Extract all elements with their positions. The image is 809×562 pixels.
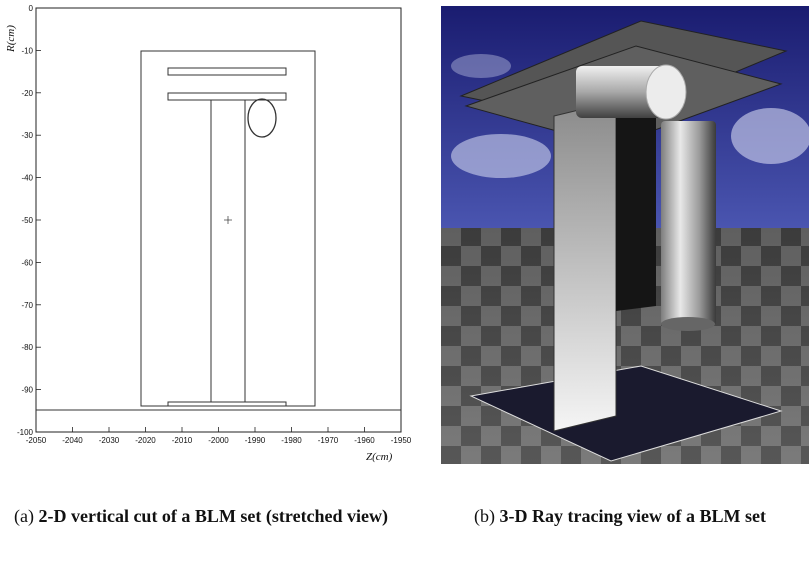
cloud	[451, 134, 551, 178]
y-tick-label: -20	[21, 89, 33, 98]
vertical-cylinder-bottom	[661, 317, 715, 331]
x-tick-label: -1980	[281, 436, 302, 445]
y-axis-ticks: 0 -10 -20 -30 -40 -50 -60 -70 -80 -90 -100	[17, 4, 41, 437]
caption-a: (a) 2-D vertical cut of a BLM set (stret…	[14, 506, 389, 526]
x-axis-ticks: -2050 -2040 -2030 -2020 -2010 -2000 -1990 -1980…	[26, 427, 412, 445]
x-tick-label: -1960	[354, 436, 375, 445]
vertical-cylinder	[661, 121, 716, 326]
y-tick-label: 0	[29, 4, 34, 13]
y-tick-label: -50	[21, 216, 33, 225]
y-tick-label: -70	[21, 301, 33, 310]
cylinder-section	[247, 98, 277, 138]
y-axis-title: R(cm)	[5, 25, 17, 53]
blm-3d-render	[441, 6, 809, 464]
y-tick-label: -100	[17, 428, 34, 437]
x-axis-title: Z(cm)	[366, 451, 393, 463]
dark-slab	[616, 110, 656, 311]
outer-box	[140, 50, 316, 407]
y-tick-label: -40	[21, 174, 33, 183]
y-tick-label: -90	[21, 386, 33, 395]
cloud	[731, 108, 809, 164]
caption-b: (b) 3-D Ray tracing view of a BLM set	[474, 506, 766, 526]
y-tick-label: -30	[21, 131, 33, 140]
blm-geometry	[36, 50, 401, 411]
horizontal-cylinder-end	[645, 64, 687, 120]
x-tick-label: -2000	[208, 436, 229, 445]
x-tick-label: -2040	[62, 436, 83, 445]
y-tick-label: -10	[21, 46, 33, 55]
cloud	[451, 54, 511, 78]
x-tick-label: -2050	[26, 436, 47, 445]
bottom-plate	[167, 401, 287, 407]
x-tick-label: -2020	[135, 436, 156, 445]
middle-plate	[167, 92, 287, 101]
blm-2d-cut-plot: 0-10-20-30-40-50-60-70-80-90-100 -2050-2…	[5, 4, 412, 463]
x-tick-label: -1950	[391, 436, 412, 445]
y-tick-label: -80	[21, 343, 33, 352]
y-tick-label: -60	[21, 258, 33, 267]
x-tick-label: -1990	[245, 436, 266, 445]
main-slab	[553, 100, 617, 432]
plot-frame	[35, 7, 402, 433]
x-tick-label: -2030	[99, 436, 120, 445]
x-tick-label: -2010	[172, 436, 193, 445]
upper-plate	[167, 67, 287, 76]
x-tick-label: -1970	[318, 436, 339, 445]
